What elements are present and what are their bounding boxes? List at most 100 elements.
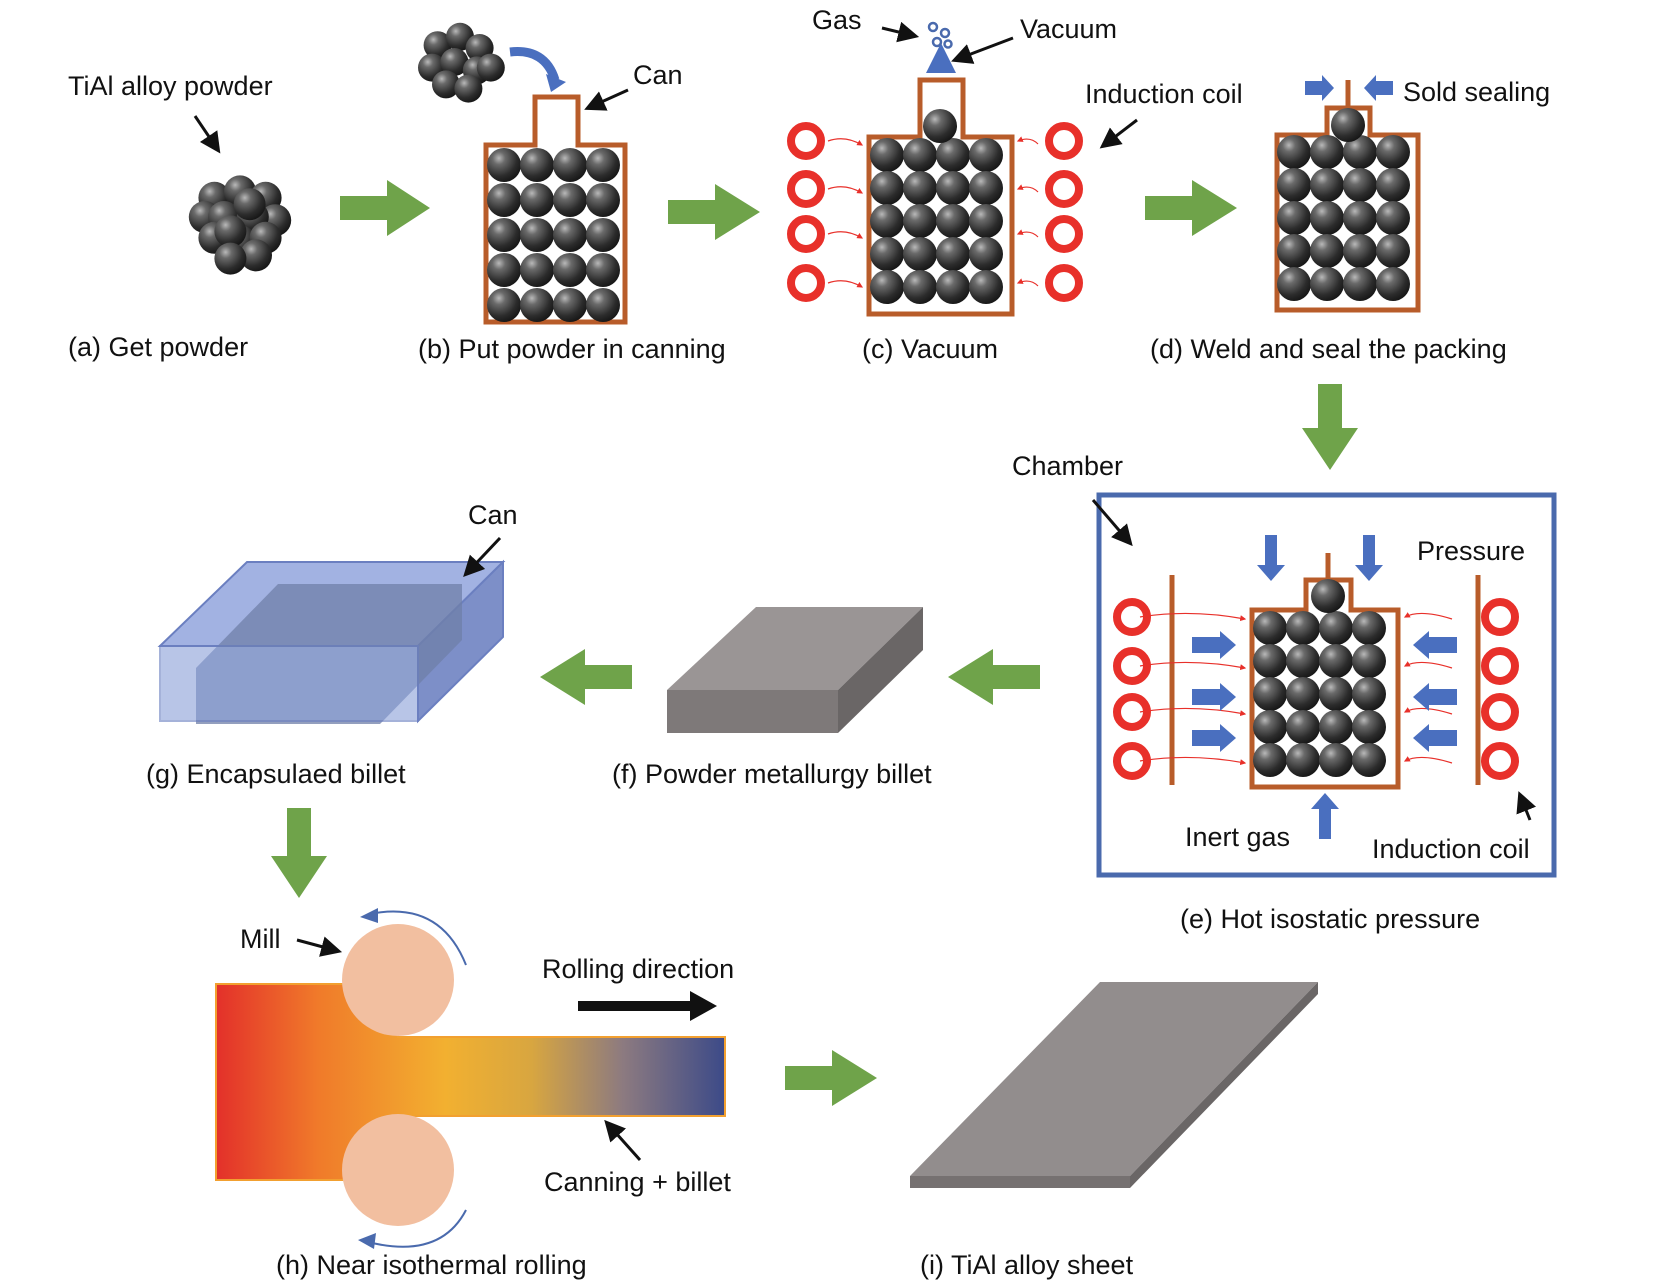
heat-arrow	[1139, 707, 1247, 717]
powder-balls	[1253, 579, 1386, 777]
coil-ring	[1113, 647, 1151, 685]
caption-d: (d) Weld and seal the packing	[1150, 334, 1507, 364]
powder-ball	[553, 148, 587, 182]
powder-ball	[1319, 743, 1353, 777]
coil-ring	[787, 122, 825, 160]
coil-ring	[1113, 693, 1151, 731]
powder-ball	[870, 204, 904, 238]
heat-arrow	[827, 186, 864, 194]
label-gas: Gas	[812, 5, 862, 35]
powder-ball	[1253, 677, 1287, 711]
coil-ring	[1045, 264, 1083, 302]
pressure-arrow-icon	[1413, 631, 1457, 659]
label-induction-coil-e: Induction coil	[1372, 834, 1530, 864]
powder-ball	[520, 288, 554, 322]
pressure-arrow-icon	[1355, 535, 1383, 581]
powder-ball	[870, 270, 904, 304]
rotation-arrow-icon	[369, 910, 467, 966]
powder-ball	[936, 171, 970, 205]
coil-ring	[787, 215, 825, 253]
sheet-side	[1130, 982, 1318, 1188]
heat-arrow	[1139, 756, 1247, 766]
label-inert-gas: Inert gas	[1185, 822, 1290, 852]
powder-ball	[586, 183, 620, 217]
powder-ball	[1310, 234, 1344, 268]
powder-ball	[1277, 267, 1311, 301]
caption-g: (g) Encapsulaed billet	[146, 759, 406, 789]
billet-front	[667, 690, 838, 733]
powder-ball	[1343, 201, 1377, 235]
heat-arrow	[1139, 661, 1247, 671]
sheet-top	[910, 982, 1318, 1176]
coil-ring	[1045, 215, 1083, 253]
powder-ball	[1376, 135, 1410, 169]
can-front	[159, 645, 419, 722]
can-container	[866, 77, 1015, 317]
powder-ball	[1319, 644, 1353, 678]
powder-ball	[520, 253, 554, 287]
powder-ball	[487, 288, 521, 322]
pointer-arrow	[881, 21, 920, 43]
powder-ball	[1253, 644, 1287, 678]
heat-arrow	[1403, 707, 1453, 715]
can-container	[1274, 105, 1421, 313]
powder-ball	[1277, 135, 1311, 169]
seal-arrow-icon	[1305, 75, 1334, 101]
heat-arrow	[1016, 184, 1039, 193]
coil-ring	[1045, 170, 1083, 208]
heat-arrow	[1016, 229, 1039, 238]
chamber-box	[1096, 492, 1557, 878]
powder-ball	[1343, 168, 1377, 202]
coil-ring	[1481, 742, 1519, 780]
induction-coils	[787, 122, 1083, 302]
heat-arrow	[1016, 136, 1039, 145]
coil-ring	[787, 264, 825, 302]
pressure-arrows	[1192, 535, 1457, 839]
heat-arrow	[1016, 278, 1039, 287]
pointer-arrow	[296, 936, 343, 957]
heat-arrow	[1403, 661, 1453, 669]
step-a-get-powder: TiAl alloy powder (a) Get powder	[68, 71, 292, 362]
powder-ball	[1286, 710, 1320, 744]
powder-ball	[923, 109, 957, 143]
label-can: Can	[633, 60, 683, 90]
powder-balls	[870, 109, 1003, 304]
step-b-canning: Can (b) Put powder in canning	[418, 22, 726, 364]
powder-ball	[870, 237, 904, 271]
caption-c: (c) Vacuum	[862, 334, 998, 364]
label-canning-billet: Canning + billet	[544, 1167, 731, 1197]
step-d-weld-seal: Sold sealing (d) Weld and seal the packi…	[1150, 75, 1550, 364]
flow-arrow-right	[1145, 180, 1237, 236]
induction-coils	[1113, 598, 1519, 780]
gas-bubbles-icon	[927, 21, 953, 49]
powder-ball	[1376, 168, 1410, 202]
coil-ring	[1481, 647, 1519, 685]
powder-ball	[586, 288, 620, 322]
powder-ball	[1352, 644, 1386, 678]
powder-ball	[1310, 135, 1344, 169]
pressure-arrow-icon	[1311, 793, 1339, 839]
powder-ball	[1253, 743, 1287, 777]
heat-arrow	[1139, 612, 1247, 622]
powder-cluster-small	[418, 22, 505, 103]
powder-ball	[1376, 234, 1410, 268]
powder-ball	[1253, 611, 1287, 645]
powder-cluster	[188, 175, 292, 275]
powder-ball	[969, 171, 1003, 205]
can-container	[1249, 577, 1401, 790]
pressure-arrow-icon	[1192, 683, 1236, 711]
powder-ball	[903, 171, 937, 205]
powder-ball	[903, 237, 937, 271]
powder-ball	[487, 253, 521, 287]
powder-ball	[969, 138, 1003, 172]
powder-ball	[1331, 108, 1365, 142]
canning-billet-strip	[215, 983, 726, 1181]
label-tial-powder: TiAl alloy powder	[68, 71, 273, 101]
powder-ball	[1311, 579, 1345, 613]
powder-ball	[586, 148, 620, 182]
rotation-arrow-icon	[367, 1209, 467, 1248]
powder-ball	[870, 171, 904, 205]
step-h-rolling: Mill Rolling direction Canning + billet …	[215, 908, 734, 1280]
coil-ring	[1113, 742, 1151, 780]
